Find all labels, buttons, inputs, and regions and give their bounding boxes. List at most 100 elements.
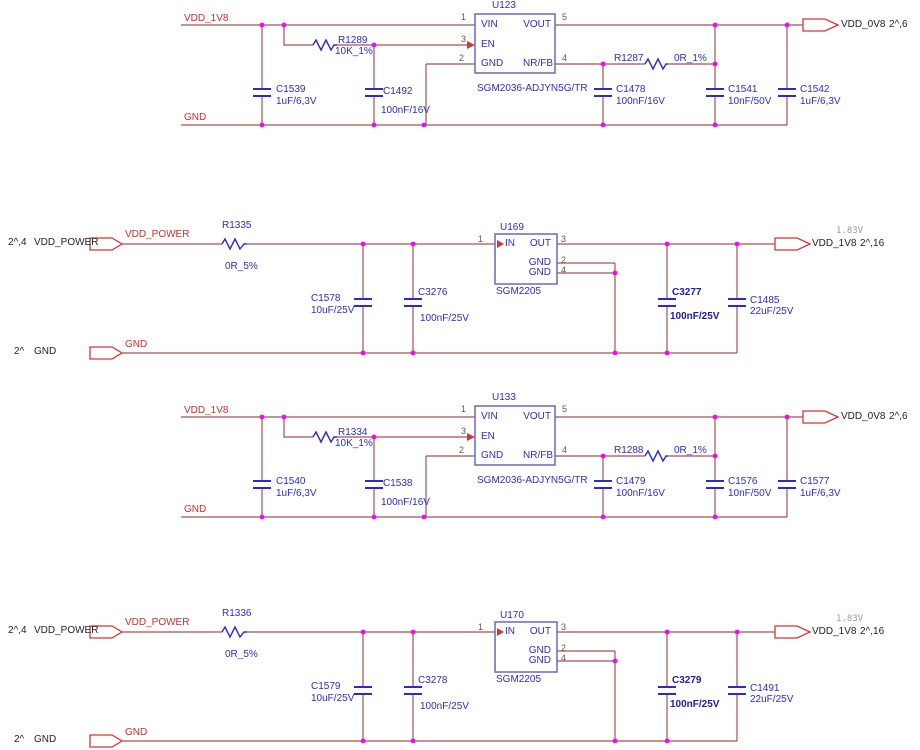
pin-number: 3	[561, 622, 567, 632]
pin-name: GND	[528, 645, 551, 656]
pin-number: 3	[461, 34, 467, 44]
pin-number: 4	[561, 653, 567, 663]
pin-number: 1	[478, 622, 484, 632]
ic-body	[494, 233, 558, 285]
pin-name: EN	[481, 39, 495, 50]
ic-designator: U170	[500, 610, 524, 621]
net-label: GND	[184, 504, 207, 515]
port-net-name: VDD_POWER	[34, 625, 99, 636]
ic-designator: U169	[500, 222, 524, 233]
junction-dots	[259, 22, 790, 128]
pin-arrow-icon	[467, 433, 475, 441]
ic-body	[494, 621, 558, 673]
resistor-zigzag	[644, 449, 668, 463]
capacitor-designator: C1492	[383, 86, 413, 97]
ic-part-number: SGM2205	[496, 286, 542, 297]
pin-number: 5	[562, 404, 568, 414]
capacitor-designator: C3278	[418, 675, 448, 686]
capacitor-designator: C1478	[616, 84, 646, 95]
pin-number: 4	[562, 53, 568, 63]
pin-number: 1	[478, 234, 484, 244]
capacitor-value: 1uF/6,3V	[276, 488, 317, 499]
net-label: VDD_1V8	[184, 405, 229, 416]
block-u170-graphics	[89, 621, 812, 748]
capacitor-value: 22uF/25V	[750, 306, 794, 317]
resistor-designator: R1287	[614, 53, 644, 64]
sheet-ref: 2^,16	[860, 626, 885, 637]
port-arrow-icon	[89, 734, 124, 748]
capacitor-plates	[253, 480, 796, 489]
capacitor-designator: C1541	[728, 84, 758, 95]
ic-part-number: SGM2036-ADJYN5G/TR	[477, 83, 588, 94]
capacitor-designator: C3277	[672, 287, 702, 298]
port-net-name: GND	[34, 346, 57, 357]
port-net-name: GND	[34, 734, 57, 745]
resistor-value: 0R_5%	[225, 649, 258, 660]
pin-name: GND	[528, 257, 551, 268]
resistor-zigzag	[221, 625, 247, 639]
port-arrow-icon	[802, 410, 840, 424]
block-u133-graphics	[181, 405, 840, 520]
capacitor-value: 100nF/16V	[616, 488, 665, 499]
capacitor-designator: C1542	[800, 84, 830, 95]
port-arrow-icon	[89, 346, 124, 360]
ic-part-number: SGM2205	[496, 674, 542, 685]
pin-number: 5	[562, 12, 568, 22]
capacitor-designator: C1539	[276, 84, 306, 95]
port-net-name: VDD_POWER	[34, 237, 99, 248]
pin-number: 2	[561, 643, 567, 653]
pin-name: OUT	[529, 626, 551, 637]
sheet-ref: 2^,6	[889, 411, 908, 422]
capacitor-designator: C1579	[311, 681, 341, 692]
pin-number: 4	[561, 265, 567, 275]
capacitor-value: 1uF/6,3V	[276, 96, 317, 107]
junction-dots	[360, 241, 740, 356]
sheet-ref: 2^,4	[8, 625, 27, 636]
ic-designator: U123	[492, 0, 516, 11]
net-label: VDD_POWER	[125, 229, 190, 240]
wire-segments	[181, 24, 803, 126]
pin-name: NR/FB	[523, 450, 553, 461]
sheet-ref: 2^,16	[860, 238, 885, 249]
capacitor-value: 100nF/25V	[670, 311, 720, 322]
port-net-name: VDD_0V8	[841, 411, 886, 422]
pin-name: NR/FB	[523, 58, 553, 69]
pin-name: GND	[528, 267, 551, 278]
net-label: GND	[125, 339, 148, 350]
port-net-name: VDD_1V8	[812, 238, 857, 249]
pin-name: VIN	[481, 19, 498, 30]
resistor-zigzag	[221, 237, 247, 251]
pin-name: EN	[481, 431, 495, 442]
resistor-value: 10K_1%	[335, 438, 373, 449]
port-arrow-icon	[802, 18, 840, 32]
net-label: GND	[184, 112, 207, 123]
resistor-value: 0R_5%	[225, 261, 258, 272]
capacitor-designator: C1576	[728, 476, 758, 487]
capacitor-value: 100nF/25V	[670, 699, 720, 710]
voltage-annotation: 1.83V	[836, 226, 864, 236]
wire-segments	[181, 416, 803, 518]
pin-name: GND	[528, 655, 551, 666]
port-arrow-icon	[89, 237, 124, 251]
port-arrow-icon	[774, 237, 812, 251]
capacitor-value: 100nF/16V	[381, 497, 430, 508]
capacitor-designator: C1485	[750, 295, 780, 306]
resistor-value: 0R_1%	[674, 53, 707, 64]
pin-number: 3	[461, 426, 467, 436]
capacitor-designator: C1578	[311, 293, 341, 304]
capacitor-designator: C3276	[418, 287, 448, 298]
net-label: GND	[125, 727, 148, 738]
pin-arrow-icon	[497, 240, 504, 248]
ic-body	[474, 405, 556, 466]
ic-part-number: SGM2036-ADJYN5G/TR	[477, 475, 588, 486]
resistor-zigzag	[312, 430, 337, 444]
pin-number: 3	[561, 234, 567, 244]
capacitor-value: 10nF/50V	[728, 96, 772, 107]
sheet-ref: 2^	[14, 346, 25, 357]
capacitor-designator: C1479	[616, 476, 646, 487]
resistor-zigzag	[312, 38, 337, 52]
port-arrow-icon	[774, 625, 812, 639]
pin-name: VIN	[481, 411, 498, 422]
pin-number: 2	[459, 445, 465, 455]
resistor-designator: R1335	[222, 220, 252, 231]
